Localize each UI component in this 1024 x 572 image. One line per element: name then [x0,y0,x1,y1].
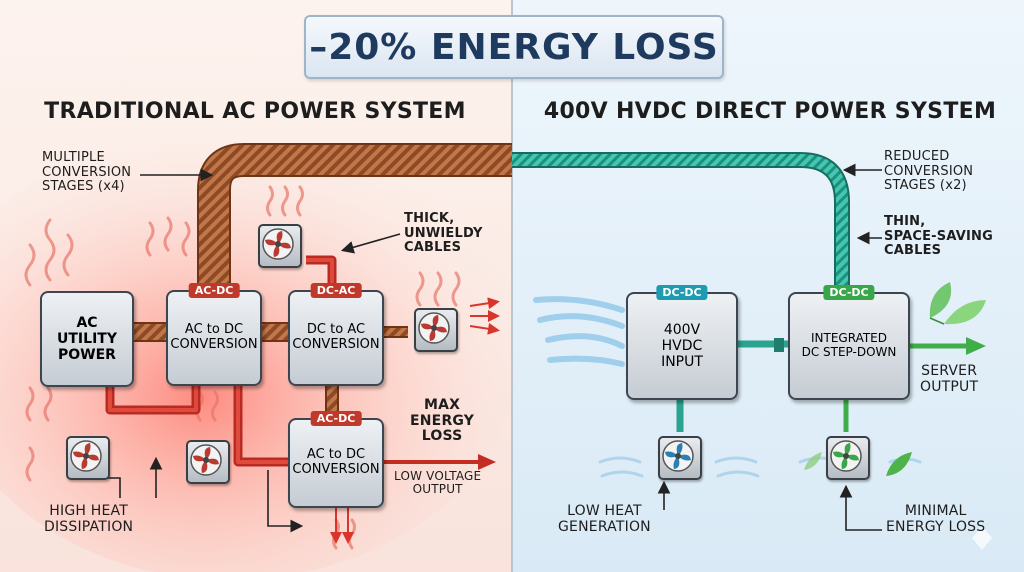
ac-to-dc-label: AC to DC CONVERSION [170,322,258,352]
hvdc-input-label: 400V HVDC INPUT [661,321,703,371]
dc-dc-tag-input: DC-DC [656,285,708,300]
annotation-thin-cables: THIN, SPACE-SAVING CABLES [884,214,993,259]
annotation-low-heat: LOW HEAT GENERATION [558,503,651,535]
ac-dc-tag: AC-DC [188,283,240,298]
fan-icon [186,440,230,484]
headline-banner: –20% ENERGY LOSS [304,15,724,79]
annotation-high-heat: HIGH HEAT DISSIPATION [44,503,134,535]
ac-utility-power-box: AC UTILITY POWER [40,291,134,387]
annotation-thick-cables: THICK, UNWIELDY CABLES [404,211,483,256]
leaf-icon [804,282,986,476]
ac-utility-power-label: AC UTILITY POWER [57,314,117,364]
annotation-low-voltage: LOW VOLTAGE OUTPUT [394,469,482,497]
dc-step-down-box: DC-DC INTEGRATED DC STEP-DOWN [788,285,910,400]
ac-to-dc-box-2: AC-DC AC to DC CONVERSION [288,411,384,508]
dc-dc-tag-stepdown: DC-DC [823,285,875,300]
fan-icon [258,224,302,268]
ac-to-dc-box-1: AC-DC AC to DC CONVERSION [166,283,262,386]
left-panel-title: TRADITIONAL AC POWER SYSTEM [44,99,466,124]
air-flow-icon [533,296,625,367]
annotation-max-loss: MAX ENERGY LOSS [410,397,475,445]
dc-to-ac-label: DC to AC CONVERSION [292,322,380,352]
dc-step-down-label: INTEGRATED DC STEP-DOWN [801,331,897,359]
hvdc-input-box: DC-DC 400V HVDC INPUT [626,285,738,400]
fan-icon [414,308,458,352]
headline-text: –20% ENERGY LOSS [309,26,719,68]
annotation-reduced-stages: REDUCED CONVERSION STAGES (x2) [884,149,974,194]
dc-ac-tag: DC-AC [310,283,362,298]
heat-wave-icon [24,185,461,550]
fan-icon [826,436,870,480]
right-panel-title: 400V HVDC DIRECT POWER SYSTEM [543,99,997,124]
annotation-server-output: SERVER OUTPUT [920,363,979,395]
dc-to-ac-box: DC-AC DC to AC CONVERSION [288,283,384,386]
ac-dc-tag-2: AC-DC [310,411,362,426]
annotation-minimal-loss: MINIMAL ENERGY LOSS [886,503,986,535]
ac-to-dc-label-2: AC to DC CONVERSION [292,447,380,477]
fan-icon [658,436,702,480]
fan-icon [66,436,110,480]
annotation-multiple-stages: MULTIPLE CONVERSION STAGES (x4) [42,150,132,195]
